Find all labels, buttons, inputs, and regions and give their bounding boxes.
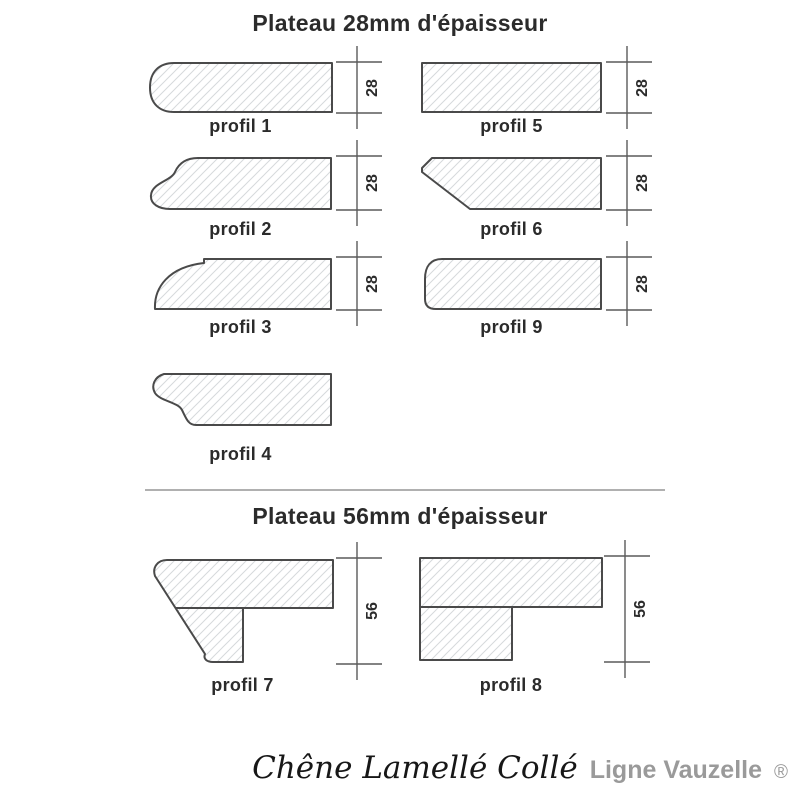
registered-mark-icon: ® (774, 762, 788, 783)
profil-1-dimension: 28 (336, 46, 382, 129)
brand-script: Chêne Lamellé Collé (252, 750, 578, 786)
profil-9-shape (424, 258, 602, 310)
section-title-28mm: Plateau 28mm d'épaisseur (252, 10, 548, 36)
dimension-value: 28 (634, 78, 651, 97)
profil-7-dimension: 56 (336, 542, 382, 680)
profil-1-label: profil 1 (209, 116, 272, 136)
dimension-value: 56 (632, 600, 649, 618)
profil-4-shape (152, 373, 332, 426)
profil-6-label: profil 6 (480, 219, 543, 239)
brand-footer: Chêne Lamellé Collé Ligne Vauzelle ® (252, 750, 788, 786)
brand-name: Ligne Vauzelle (589, 756, 762, 784)
dimension-value: 28 (364, 78, 381, 97)
profil-6-dimension: 28 (606, 140, 652, 226)
profil-9-dimension: 28 (606, 241, 652, 326)
profil-2-dimension: 28 (336, 140, 382, 226)
profil-5-dimension: 28 (606, 46, 652, 129)
profil-3-dimension: 28 (336, 241, 382, 326)
section-title-56mm: Plateau 56mm d'épaisseur (252, 503, 548, 529)
profil-8-shape (419, 557, 603, 661)
profil-7-shape (153, 559, 334, 663)
profil-5-label: profil 5 (480, 116, 543, 136)
dimension-value: 28 (364, 274, 381, 293)
dimension-value: 28 (364, 174, 381, 192)
dimension-value: 28 (634, 174, 651, 192)
profil-4-label: profil 4 (209, 444, 272, 464)
profil-9-label: profil 9 (480, 317, 543, 337)
section-divider (145, 489, 665, 491)
profil-7-label: profil 7 (211, 675, 274, 695)
profil-8-dimension: 56 (604, 540, 650, 678)
profil-8-label: profil 8 (479, 675, 543, 695)
profil-1-shape (149, 62, 333, 113)
profil-2-shape (149, 157, 332, 210)
profil-3-shape (153, 258, 332, 310)
profil-6-shape (421, 157, 602, 210)
profil-2-label: profil 2 (209, 219, 272, 239)
profil-5-shape (421, 62, 602, 113)
dimension-value: 56 (364, 602, 381, 620)
dimension-value: 28 (634, 274, 651, 293)
profil-3-label: profil 3 (209, 317, 272, 337)
